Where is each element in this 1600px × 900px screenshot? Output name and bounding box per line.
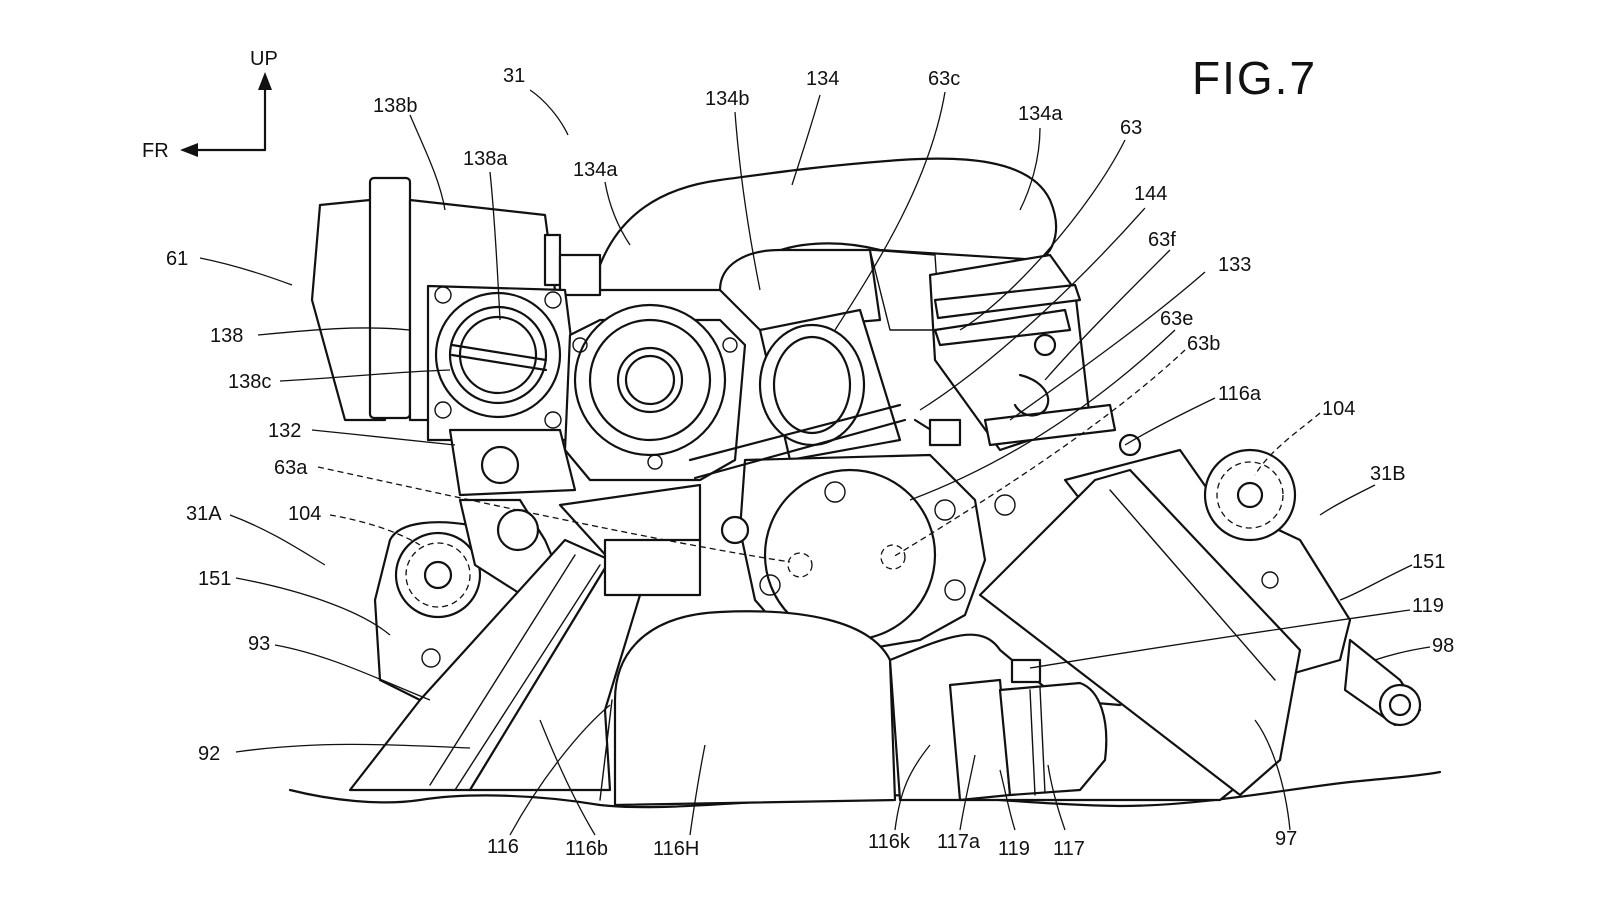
label-116k: 116k [868, 831, 911, 853]
center-flange [563, 303, 747, 482]
label-134a-right: 134a [1018, 103, 1063, 125]
label-117a: 117a [937, 831, 981, 853]
label-31: 31 [503, 65, 525, 87]
label-63f: 63f [1148, 229, 1176, 251]
leader-lines [199, 89, 1431, 836]
orientation-arrows [180, 72, 272, 157]
label-134b: 134b [705, 88, 750, 110]
cross-bar [688, 403, 907, 480]
label-63e: 63e [1160, 308, 1193, 330]
intake-arch-116H [613, 610, 897, 807]
manifold-runner-134b [718, 248, 882, 332]
label-63: 63 [1120, 117, 1142, 139]
figure-title: FIG.7 [1192, 52, 1317, 104]
label-138: 138 [210, 325, 243, 347]
label-31B: 31B [1370, 463, 1406, 485]
label-97: 97 [1275, 828, 1297, 850]
label-92: 92 [198, 743, 220, 765]
label-63b: 63b [1187, 333, 1220, 355]
label-116: 116 [487, 836, 519, 858]
label-116b: 116b [565, 838, 608, 860]
right-block-97 [978, 468, 1302, 797]
label-132: 132 [268, 420, 301, 442]
throttle-body-61 [310, 176, 602, 442]
label-61: 61 [166, 248, 188, 270]
middle-cover-63b [720, 418, 987, 652]
label-63a: 63a [274, 457, 308, 479]
block-93-edge2 [454, 564, 601, 791]
label-151-left: 151 [198, 568, 231, 590]
arch-side [599, 699, 613, 801]
label-63c: 63c [928, 68, 960, 90]
pipe-63c [758, 308, 902, 462]
label-138c: 138c [228, 371, 271, 393]
label-138b: 138b [373, 95, 418, 117]
label-93: 93 [248, 633, 270, 655]
throttle-housing-132 [448, 428, 577, 497]
label-144: 144 [1134, 183, 1167, 205]
bracket-116 [603, 538, 702, 597]
label-134a-left: 134a [573, 159, 618, 181]
label-116a: 116a [1218, 383, 1262, 405]
up-label: UP [250, 48, 278, 70]
label-133: 133 [1218, 254, 1251, 276]
label-98: 98 [1432, 635, 1454, 657]
intake-manifold-134 [598, 157, 1058, 292]
label-104-right: 104 [1322, 398, 1355, 420]
block-97-edge [1109, 489, 1276, 681]
label-119-right: 119 [1412, 595, 1444, 617]
label-138a: 138a [463, 148, 508, 170]
label-116H: 116H [653, 838, 699, 860]
right-throttle-63 [928, 253, 1142, 457]
label-151-right: 151 [1412, 551, 1445, 573]
label-134: 134 [806, 68, 839, 90]
front-label: FR [142, 140, 169, 162]
block-97-bolt [994, 494, 1016, 516]
label-117: 117 [1053, 838, 1085, 860]
label-31A: 31A [186, 503, 222, 525]
actuator-117 [948, 658, 1108, 802]
housing-boss [480, 445, 520, 485]
label-119-bottom: 119 [998, 838, 1030, 860]
label-104-left: 104 [288, 503, 321, 525]
